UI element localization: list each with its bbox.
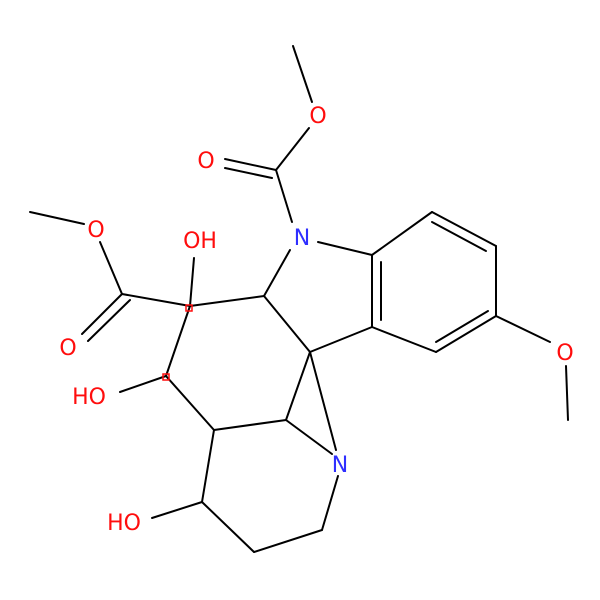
atom-oxygen-label: O: [59, 336, 76, 361]
bond: [81, 293, 123, 335]
bond: [263, 295, 311, 353]
bond: [224, 167, 273, 179]
atom-nitrogen-label: N: [294, 226, 310, 251]
bond: [292, 45, 313, 103]
atom-nitrogen-label: N: [332, 453, 348, 478]
bond: [201, 429, 215, 503]
bond: [224, 158, 277, 171]
atom-oxygen-label: O: [309, 104, 326, 129]
stereo-marker: [185, 304, 193, 312]
bond: [189, 295, 265, 307]
bond: [253, 529, 323, 553]
bond: [87, 299, 131, 342]
bond: [275, 127, 310, 171]
bond: [151, 501, 203, 519]
bond: [121, 293, 191, 307]
hydroxyl-label: HO: [72, 385, 106, 410]
atom-oxygen-label: O: [197, 149, 214, 174]
bond: [165, 375, 215, 431]
bond: [285, 351, 311, 421]
bond: [309, 351, 337, 451]
bond: [435, 315, 497, 353]
atom-oxygen-label: O: [87, 218, 104, 243]
hydroxyl-label: HO: [107, 511, 141, 536]
bond: [201, 501, 255, 553]
bond: [263, 249, 291, 297]
bond: [99, 241, 123, 295]
bond: [119, 375, 167, 393]
bond: [321, 475, 339, 531]
bond: [371, 326, 437, 353]
bond: [435, 310, 489, 343]
bond: [495, 315, 551, 343]
bond: [165, 305, 191, 377]
bond: [275, 169, 293, 223]
hydroxyl-label: OH: [183, 229, 217, 254]
bond: [317, 241, 373, 256]
bond: [189, 257, 195, 307]
bond: [29, 211, 85, 225]
stereo-marker: [162, 373, 170, 381]
bond: [431, 221, 487, 252]
bond: [431, 211, 497, 247]
bond: [213, 419, 287, 431]
bond: [285, 419, 333, 455]
atom-oxygen-label: O: [556, 341, 573, 366]
bond: [565, 365, 569, 421]
bond: [371, 211, 433, 256]
bond: [309, 326, 373, 353]
